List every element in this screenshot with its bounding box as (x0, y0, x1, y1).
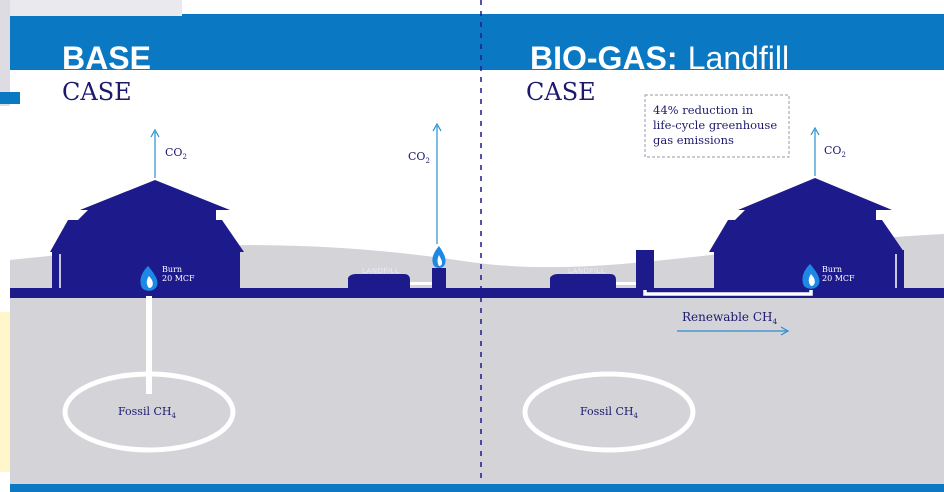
reduction-note: 44% reduction in life-cycle greenhouse g… (653, 103, 781, 147)
flare-co2-label: CO2 (408, 150, 430, 165)
left-burn-line2: 20 MCF (162, 274, 195, 283)
right-reservoir-label: Fossil CH4 (580, 405, 639, 420)
left-reservoir-sub: 4 (172, 412, 177, 420)
renewable-arrowhead (780, 326, 790, 336)
right-landfill-mound (550, 274, 616, 290)
reduction-note-box (644, 94, 790, 158)
left-title-bold: BASE (62, 40, 151, 76)
right-house (709, 178, 904, 290)
flare-stack (432, 268, 446, 290)
left-landfill-pipe (410, 282, 436, 285)
corner-artifact-left (0, 0, 10, 106)
right-flame-core (808, 274, 815, 286)
left-flame-core (146, 276, 153, 288)
right-reservoir-sub: 4 (634, 412, 639, 420)
right-co2-arrowhead (810, 126, 820, 136)
right-title: BIO-GAS: Landfill (530, 39, 789, 77)
flare-co2-sub: 2 (425, 157, 429, 165)
right-landfill-label: LANDFILL (568, 267, 605, 275)
ground-line (10, 288, 944, 298)
flare-co2-arrowhead (432, 122, 442, 132)
reduction-note-line1: 44% reduction in (653, 103, 754, 117)
right-burn-line1: Burn (822, 265, 842, 274)
corner-artifact-blue (0, 92, 20, 104)
right-title-light: Landfill (688, 40, 789, 76)
reduction-note-line2: life-cycle greenhouse (653, 118, 777, 132)
right-reservoir (522, 371, 696, 453)
renewable-label-sub: 4 (772, 317, 777, 326)
left-title-sub: CASE (62, 78, 132, 106)
collection-tower (636, 250, 654, 290)
blue-banner (10, 14, 944, 70)
bottom-strip (10, 484, 944, 492)
reduction-note-line3: gas emissions (653, 133, 734, 147)
right-landfill-pipe (616, 282, 638, 285)
left-burn-line1: Burn (162, 265, 182, 274)
left-landfill-label: LANDFILL (362, 267, 399, 275)
flare-flame-core (437, 255, 443, 266)
side-highlight (0, 312, 12, 472)
renewable-label: Renewable CH4 (682, 310, 777, 326)
right-co2-label: CO2 (824, 144, 846, 159)
underground-area (10, 298, 944, 484)
right-title-sub: CASE (526, 78, 596, 106)
right-co2-sub: 2 (841, 151, 845, 159)
right-burn-line2: 20 MCF (822, 274, 855, 283)
right-burn-label: Burn 20 MCF (822, 265, 855, 283)
left-burn-label: Burn 20 MCF (162, 265, 195, 283)
left-landfill-mound (348, 274, 410, 290)
corner-artifact (0, 0, 182, 16)
left-co2-sub: 2 (182, 153, 186, 161)
right-title-bold: BIO-GAS: (530, 40, 678, 76)
background-hill (10, 234, 944, 294)
left-co2-arrowhead (150, 128, 160, 138)
left-co2-label: CO2 (165, 146, 187, 161)
left-reservoir (62, 371, 236, 453)
left-reservoir-label: Fossil CH4 (118, 405, 177, 420)
left-gas-pipe (146, 296, 152, 394)
